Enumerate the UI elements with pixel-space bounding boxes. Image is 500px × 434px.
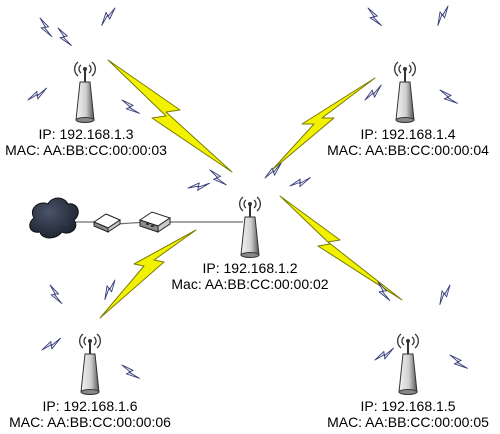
- wireless-access-point-icon: [73, 61, 97, 124]
- mac-address: MAC: AA:BB:CC:00:00:03: [5, 142, 167, 158]
- wireless-access-point-icon: [393, 61, 417, 124]
- mac-address: MAC: AA:BB:CC:00:00:06: [9, 414, 171, 430]
- signal-bolts: [26, 3, 470, 383]
- wireless-link-bolt: [279, 195, 403, 301]
- wireless-links: [99, 59, 403, 319]
- wireless-access-point-icon: [238, 196, 262, 259]
- ip-address: IP: 192.168.1.2: [202, 260, 298, 276]
- wireless-access-point-icon: [78, 333, 102, 396]
- mac-address: MAC: AA:BB:CC:00:00:04: [327, 142, 489, 158]
- node-label-192-168-1-2: IP: 192.168.1.2 Mac: AA:BB:CC:00:00:02: [162, 260, 338, 292]
- router-icon: [138, 211, 172, 233]
- wireless-access-point-icon: [396, 333, 420, 396]
- wireless-link-bolt: [107, 59, 233, 173]
- mac-address: Mac: AA:BB:CC:00:00:02: [171, 276, 329, 292]
- mac-address: MAC: AA:BB:CC:00:00:05: [327, 414, 489, 430]
- modem-icon: [92, 213, 122, 233]
- node-label-192-168-1-6: IP: 192.168.1.6 MAC: AA:BB:CC:00:00:06: [4, 398, 176, 430]
- ip-address: IP: 192.168.1.5: [360, 398, 456, 414]
- node-label-192-168-1-3: IP: 192.168.1.3 MAC: AA:BB:CC:00:00:03: [0, 126, 172, 158]
- internet-cloud-icon: [29, 197, 79, 239]
- ip-address: IP: 192.168.1.6: [42, 398, 138, 414]
- wireless-link-bolt: [99, 229, 197, 319]
- node-label-192-168-1-5: IP: 192.168.1.5 MAC: AA:BB:CC:00:00:05: [318, 398, 498, 430]
- ip-address: IP: 192.168.1.3: [38, 126, 134, 142]
- ip-address: IP: 192.168.1.4: [360, 126, 456, 142]
- node-label-192-168-1-4: IP: 192.168.1.4 MAC: AA:BB:CC:00:00:04: [316, 126, 500, 158]
